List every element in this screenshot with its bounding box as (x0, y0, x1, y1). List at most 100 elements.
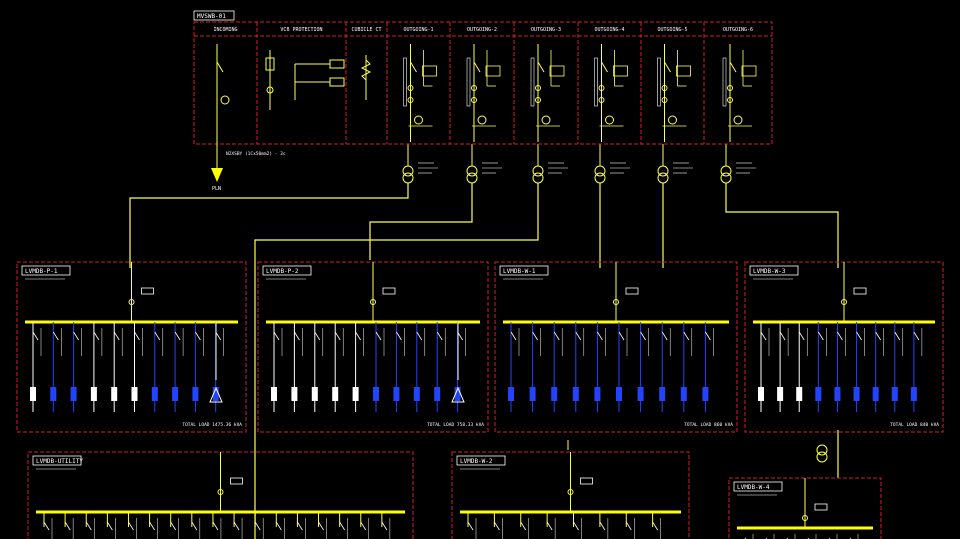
ct-symbol (471, 85, 477, 91)
feeder-breaker (553, 331, 560, 341)
load-block (151, 387, 158, 401)
section-title: OUTGOING-2 (467, 27, 497, 33)
load-block (192, 387, 199, 401)
feeder-breaker (618, 331, 625, 341)
meter-box (625, 287, 639, 295)
meter-symbol (541, 115, 551, 125)
feeder-breaker (510, 331, 517, 341)
meter-box (141, 287, 154, 295)
feeder-breaker (779, 331, 786, 341)
feeder-breaker (875, 331, 882, 341)
ct-symbol (370, 299, 376, 305)
feeder-breaker (314, 331, 321, 341)
feeder-breaker (625, 521, 632, 531)
board-title-box (21, 265, 71, 276)
breaker-contact (664, 61, 671, 73)
transformer-secondary (532, 172, 544, 184)
meter-box (230, 477, 243, 485)
ct-symbol (841, 299, 847, 305)
vcb-fuse (265, 57, 275, 71)
feeder-breaker (355, 331, 361, 341)
capacitor-bank (451, 386, 465, 403)
incoming-graphics (211, 44, 372, 182)
pln-source-symbol (211, 168, 223, 182)
feeder-breaker (381, 521, 388, 531)
load-block (111, 387, 118, 401)
incoming-cable-label: N2XSBY (1Cx50mm2) - 3c (226, 151, 286, 157)
feeder-route (129, 183, 409, 268)
lv-board: LVMDB-W-2 (451, 451, 690, 539)
board-total-load: TOTAL LOAD 758.33 kVA (427, 422, 484, 428)
mv-tag: MVSWB-01 (197, 13, 226, 20)
vcb-relay (329, 77, 345, 87)
board-title-box (456, 455, 506, 466)
incoming-switch (216, 61, 224, 73)
transformer-primary (594, 165, 606, 177)
board-title: LVMDB-P-1 (25, 268, 58, 275)
cubicle-coil (360, 59, 372, 81)
feeder-route (725, 183, 839, 268)
outgoing-feeder-cubicle (530, 44, 565, 142)
ct-symbol (598, 85, 605, 91)
ct-symbol (407, 97, 414, 103)
breaker-contact (729, 61, 737, 73)
feeder-breaker (297, 521, 303, 531)
relay-label-box (657, 57, 661, 107)
ct-symbol (471, 97, 477, 103)
transformer-secondary (466, 172, 478, 184)
relay-label-box (530, 57, 535, 107)
load-block (332, 387, 339, 401)
load-block (291, 387, 298, 401)
transformer-secondary (594, 172, 606, 184)
feeder-breaker (64, 521, 71, 531)
mv-switchboard-border (193, 21, 773, 145)
load-block (594, 387, 601, 401)
feeder-breaker (275, 521, 282, 531)
relay-box (741, 65, 757, 77)
load-block (637, 387, 644, 401)
feeder-breaker (913, 331, 920, 341)
section-title: OUTGOING-5 (657, 27, 687, 33)
transformer-secondary (816, 451, 828, 463)
load-block (529, 387, 536, 401)
ct-symbol (661, 97, 668, 103)
transformer-secondary (657, 172, 669, 184)
load-block (853, 387, 860, 401)
load-block (454, 387, 461, 401)
feeder-breaker (174, 331, 181, 341)
ct-symbol (727, 85, 733, 91)
feeder-breaker (817, 331, 824, 341)
transformer-primary (720, 165, 732, 177)
feeder-breaker (191, 521, 198, 531)
load-block (373, 387, 379, 401)
feeder-breaker (154, 331, 161, 341)
board-title: LVMDB-W-4 (737, 484, 770, 491)
load-block (50, 387, 57, 401)
feeder-breaker (128, 521, 134, 531)
feeder-breaker (798, 331, 805, 341)
outgoing-feeder-cubicle (403, 44, 437, 142)
meter-symbol (220, 95, 230, 105)
outgoing-feeder-cubicle (657, 44, 691, 142)
board-title-box (32, 455, 82, 466)
feeder-breaker (212, 521, 219, 531)
meter-box (853, 287, 867, 295)
feeder-breaker (573, 521, 579, 531)
feeder-breaker (170, 521, 177, 531)
board-total-load: TOTAL LOAD 840 kVA (890, 422, 939, 428)
feeder-breaker (683, 331, 690, 341)
breaker-contact (410, 61, 417, 73)
ct-symbol (598, 97, 605, 103)
board-title: LVMDB-W-3 (753, 268, 786, 275)
section-title: OUTGOING-4 (594, 27, 624, 33)
feeder-breaker (318, 521, 324, 531)
feeder-breaker (661, 331, 668, 341)
feeder-breaker (467, 521, 474, 531)
feeder-breaker (856, 331, 862, 341)
feeder-breaker (705, 331, 711, 341)
load-block (680, 387, 687, 401)
